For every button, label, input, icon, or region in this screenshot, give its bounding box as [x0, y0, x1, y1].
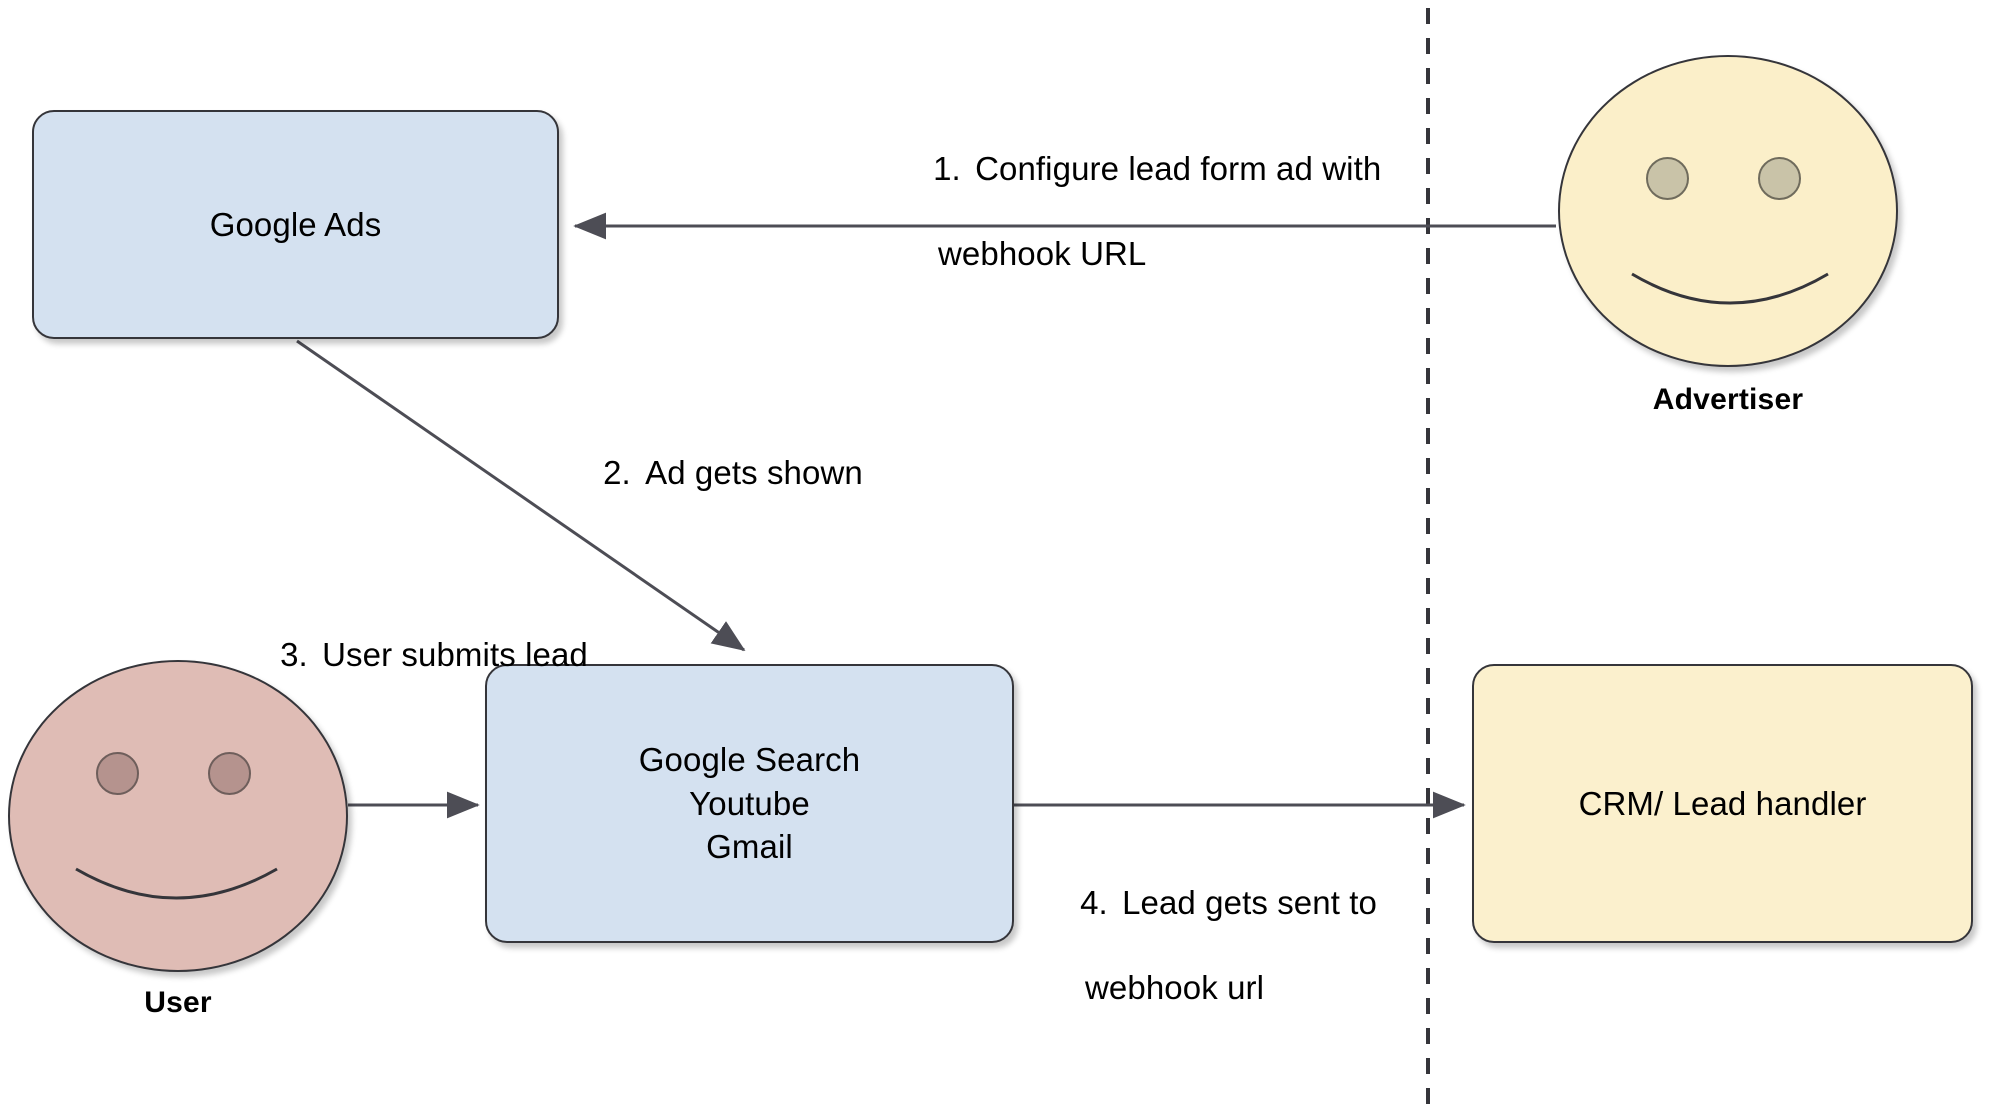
user-left-eye-icon [96, 752, 139, 795]
node-google-surfaces[interactable]: Google Search Youtube Gmail [485, 664, 1014, 943]
user-right-eye-icon [208, 752, 251, 795]
edge-label-step-1: 1. Configure lead form ad with webhook UR… [896, 106, 1381, 359]
edge-label-step-3: 3. User submits lead [243, 592, 588, 719]
user-face-icon [8, 660, 348, 972]
edge-label-step-1-number: 1. [933, 150, 961, 188]
edge-label-step-4: 4. Lead gets sent to webhook url [1043, 840, 1377, 1093]
edge-label-step-1-line2: webhook URL [938, 234, 1147, 272]
advertiser-face-icon [1558, 55, 1898, 367]
edge-label-step-4-number: 4. [1080, 884, 1108, 922]
user-label: User [144, 986, 212, 1019]
advertiser-smile-icon [1630, 272, 1830, 318]
actor-advertiser[interactable]: Advertiser [1558, 55, 1898, 416]
edge-label-step-1-line1: Configure lead form ad with [975, 150, 1382, 188]
edge-label-step-4-line2: webhook url [1085, 968, 1265, 1006]
edge-label-step-3-number: 3. [280, 636, 308, 674]
node-crm-lead-handler[interactable]: CRM/ Lead handler [1472, 664, 1973, 943]
edge-label-step-2: 2. Ad gets shown [566, 410, 863, 537]
edge-label-step-2-number: 2. [603, 454, 631, 492]
edge-label-step-3-line1: User submits lead [322, 636, 588, 674]
edge-label-step-4-line1: Lead gets sent to [1122, 884, 1377, 922]
edge-label-step-2-line1: Ad gets shown [645, 454, 863, 492]
user-smile-icon [74, 867, 279, 913]
advertiser-label: Advertiser [1652, 383, 1804, 416]
node-google-ads[interactable]: Google Ads [32, 110, 559, 339]
advertiser-left-eye-icon [1646, 157, 1689, 200]
advertiser-right-eye-icon [1758, 157, 1801, 200]
actor-user[interactable]: User [8, 660, 348, 1019]
